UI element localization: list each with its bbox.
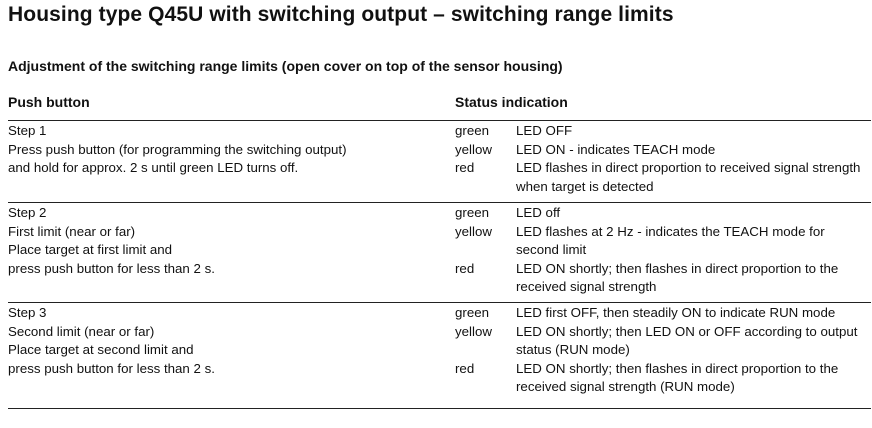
led-status-text: LED ON shortly; then flashes in direct p… bbox=[516, 260, 839, 295]
led-status-text: LED first OFF, then steadily ON to indic… bbox=[516, 305, 836, 320]
instruction-line: and hold for approx. 2 s until green LED… bbox=[8, 160, 299, 175]
instruction-line: First limit (near or far) bbox=[8, 223, 136, 239]
led-color-label: green bbox=[455, 205, 490, 220]
led-color-label: green bbox=[455, 123, 490, 138]
column-header-push-button: Push button bbox=[8, 94, 90, 110]
instruction-line: Press push button (for programming the s… bbox=[8, 141, 347, 157]
push-button-instructions: Step 2 First limit (near or far) Place t… bbox=[8, 204, 215, 278]
instruction-line: Second limit (near or far) bbox=[8, 323, 155, 339]
step-label: Step 2 bbox=[8, 205, 47, 220]
led-status-text: LED flashes at 2 Hz - indicates the TEAC… bbox=[516, 223, 825, 258]
led-color-label: yellow bbox=[455, 323, 492, 339]
table-rule-bottom bbox=[8, 408, 871, 409]
led-status-text: LED flashes in direct proportion to rece… bbox=[516, 160, 861, 194]
led-color-label: yellow bbox=[455, 223, 492, 239]
table-rule-step-2 bbox=[8, 302, 871, 303]
push-button-instructions: Step 1 Press push button (for programmin… bbox=[8, 122, 347, 178]
led-color-label: green bbox=[455, 305, 490, 320]
table-rule-top bbox=[8, 120, 871, 121]
led-status-text: LED off bbox=[516, 205, 561, 220]
step-label: Step 1 bbox=[8, 123, 47, 138]
led-color-label: red bbox=[455, 360, 475, 376]
push-button-instructions: Step 3 Second limit (near or far) Place … bbox=[8, 304, 215, 378]
instruction-line: press push button for less than 2 s. bbox=[8, 260, 215, 276]
instruction-line: Place target at second limit and bbox=[8, 342, 194, 357]
led-color-label: red bbox=[455, 160, 475, 175]
led-color-label: red bbox=[455, 260, 475, 276]
led-status-text: LED ON - indicates TEACH mode bbox=[516, 141, 716, 157]
table-rule-step-1 bbox=[8, 202, 871, 203]
led-status-text: LED ON shortly; then LED ON or OFF accor… bbox=[516, 323, 858, 358]
page-title: Housing type Q45U with switching output … bbox=[8, 3, 674, 26]
column-header-status-indication: Status indication bbox=[455, 94, 568, 110]
step-label: Step 3 bbox=[8, 305, 47, 320]
instruction-line: Place target at first limit and bbox=[8, 242, 173, 257]
led-color-label: yellow bbox=[455, 141, 492, 157]
instruction-line: press push button for less than 2 s. bbox=[8, 360, 215, 376]
section-subtitle: Adjustment of the switching range limits… bbox=[8, 58, 563, 74]
led-status-text: LED OFF bbox=[516, 123, 573, 138]
led-status-text: LED ON shortly; then flashes in direct p… bbox=[516, 360, 839, 395]
